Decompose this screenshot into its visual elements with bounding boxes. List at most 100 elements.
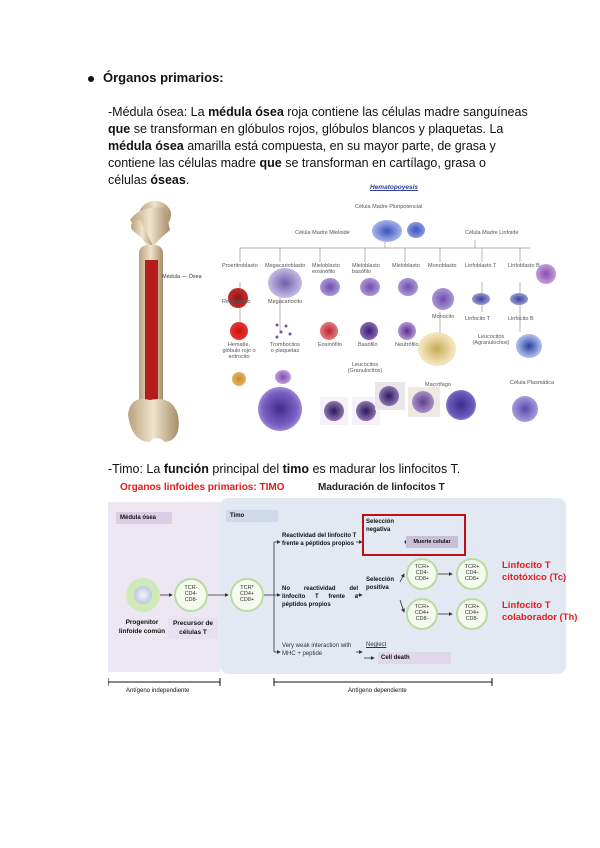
- medula-text-1: -Médula ósea: La: [108, 105, 209, 119]
- tcr2-a: TCR*: [240, 585, 254, 591]
- tcr1-b: CD4-: [184, 591, 198, 597]
- medula-bold-4: que: [259, 156, 282, 170]
- tc-label: Linfocito T citotóxico (Tc): [502, 560, 567, 583]
- hemato-mieloblasto-neu: Mieloblasto: [392, 263, 420, 269]
- tcr-c2-a: TCR+: [414, 604, 430, 610]
- lymphocyte-b-large-icon: [516, 334, 542, 358]
- hemato-megacario: Megacarioblasto: [265, 263, 306, 269]
- medula-text-5: se transforman en cartílago, grasa o cél…: [108, 156, 486, 187]
- stem-cell-small-icon: [407, 222, 425, 238]
- tcr2-b: CD4+: [239, 591, 255, 597]
- timo-bold-1: función: [163, 462, 209, 476]
- hemato-title: Hematopoyesis: [370, 184, 419, 191]
- ag-dep-label: Antígeno dependiente: [348, 688, 407, 694]
- sel-neg-label: Selección negativa: [366, 519, 395, 533]
- femur-label: Médula — Ósea: [162, 274, 202, 280]
- tc-cell-icon: TCR+CD4-CD8+: [456, 558, 488, 590]
- hemato-agranulocitos: Leucocitos (Agranulocitos): [472, 334, 510, 346]
- hemato-stem-label: Célula Madre Pluripotencial: [355, 204, 423, 210]
- tcr1-a: TCR-: [184, 585, 198, 591]
- tcr-c1-c: CD8+: [414, 576, 430, 582]
- megakaryocyte-photo-icon: [258, 387, 302, 431]
- hemato-linfocito-t: Linfocito T: [465, 316, 491, 322]
- hemato-eritrocito: Hematíe, glóbulo rojo o eritrocito: [222, 342, 256, 360]
- timo-text-3: es madurar los linfocitos T.: [309, 462, 461, 476]
- hemato-monocito: Monocito: [432, 314, 455, 320]
- tcr-o2-c: CD8-: [465, 616, 479, 622]
- timo-region: [220, 498, 566, 674]
- lymphoblast-b-cell-icon: [510, 293, 528, 305]
- erythrocyte-cell-icon: [230, 322, 248, 340]
- megacaryoblast-cell-icon: [268, 268, 302, 298]
- neglect-label: Neglect: [366, 642, 387, 648]
- platelet-cluster-icon: [275, 370, 291, 384]
- neutrophil-cell-icon: [398, 322, 416, 340]
- reticulocyte-cell-icon: [228, 288, 248, 308]
- sel-pos-label: Selección positiva: [366, 577, 395, 591]
- hemato-proeritro: Proeritroblasto: [222, 263, 258, 269]
- section-heading: Órganos primarios:: [103, 70, 224, 85]
- femur-illustration: Médula — Ósea: [110, 190, 220, 455]
- hemato-basofilo: Basófilo: [358, 342, 378, 348]
- femur-bone-icon: [128, 201, 179, 442]
- eosinophil-cell-icon: [320, 322, 338, 340]
- thymocyte-markers: TCR*CD4+CD8+: [232, 585, 262, 603]
- platelets-icon: [274, 322, 294, 340]
- neu-blast-cell-icon: [398, 278, 418, 296]
- bas-blast-cell-icon: [360, 278, 380, 296]
- th-label: Linfocito T colaborador (Th): [502, 600, 578, 623]
- diagram-title-right: Maduración de linfocitos T: [318, 482, 445, 493]
- precursor-cell-icon: TCR-CD4-CD8-: [174, 578, 208, 612]
- tcr-o2-a: TCR+: [464, 604, 480, 610]
- medula-bold-2: que: [108, 122, 131, 136]
- lymphoblast-t-cell-icon: [472, 293, 490, 305]
- tcr-c2-b: CD4+: [414, 610, 430, 616]
- bullet-dot: [88, 76, 94, 82]
- react2-label: No reactividad del linfocito T frente a …: [282, 586, 358, 608]
- medula-bold-5: óseas: [150, 173, 186, 187]
- eos-blast-cell-icon: [320, 278, 340, 296]
- photo-neu-icon: [375, 382, 405, 410]
- medula-text-6: .: [185, 173, 190, 187]
- medula-text-2: roja contiene las células madre sanguíne…: [283, 105, 528, 119]
- photo-monocyte-icon: [446, 390, 476, 420]
- timo-paragraph: -Timo: La función principal del timo es …: [108, 461, 528, 478]
- tcr-o1-c: CD8+: [464, 576, 480, 582]
- cd8-thymocyte-icon: TCR+CD4-CD8+: [406, 558, 438, 590]
- medula-label: Médula ósea: [116, 512, 172, 524]
- tcr-o2-b: CD4+: [464, 610, 480, 616]
- hemato-reticulocito: Reticulocito: [222, 299, 251, 305]
- timo-text-2: principal del: [208, 462, 283, 476]
- orange-cell-icon: [232, 372, 246, 386]
- tcr1-c: CD8-: [184, 597, 198, 603]
- tcr-o1-a: TCR+: [464, 564, 480, 570]
- hematopoyesis-diagram: Hematopoyesis Célula Madre Pluripotencia…: [220, 182, 565, 444]
- hemato-neutrofilo: Neutrófilo: [395, 342, 419, 348]
- timo-diagram: Organos linfoides primarios: TIMO Madura…: [108, 482, 598, 712]
- timo-bold-2: timo: [282, 462, 309, 476]
- hemato-linfocito-b: Linfocito B: [508, 316, 534, 322]
- hemato-linfoblasto-t: Linfoblasto T: [465, 263, 497, 269]
- medula-bold-1: médula ósea: [208, 105, 284, 119]
- progenitor-cell-icon: [126, 578, 160, 612]
- macrophage-cell-icon: [418, 332, 456, 366]
- hemato-plasmatica: Célula Plasmática: [510, 380, 555, 386]
- tcr-o1-b: CD4-: [465, 570, 479, 576]
- thymocyte-cell-icon: TCR*CD4+CD8+: [230, 578, 264, 612]
- ag-indep-label: Antígeno independiente: [126, 688, 190, 694]
- hemato-eosinofilo: Eosinófilo: [318, 342, 342, 348]
- medula-text-4: amarilla está compuesta, en su mayor par…: [108, 139, 496, 170]
- hemato-granulocitos: Leucocitos (Granulocitos): [347, 362, 383, 374]
- hemato-mieloblasto-bas: Mieloblasto basófilo: [352, 263, 380, 275]
- tcr-c2-c: CD8-: [415, 616, 429, 622]
- photo-plasma-icon: [512, 396, 538, 422]
- diagram-title-left: Organos linfoides primarios: TIMO: [120, 482, 285, 493]
- hemato-myeloid-label: Célula Madre Mieloide: [295, 230, 350, 236]
- timo-text-1: -Timo: La: [108, 462, 164, 476]
- stem-cell-icon: [372, 220, 402, 242]
- precursor-markers: TCR-CD4-CD8-: [176, 585, 206, 603]
- hemato-megacariocito: Megacariocito: [268, 299, 303, 305]
- react1-label: Reactividad del linfocito T frente a pép…: [282, 533, 357, 547]
- hemato-lymphoid-label: Célula Madre Linfoide: [465, 230, 519, 236]
- photo-macro-icon: [408, 387, 440, 417]
